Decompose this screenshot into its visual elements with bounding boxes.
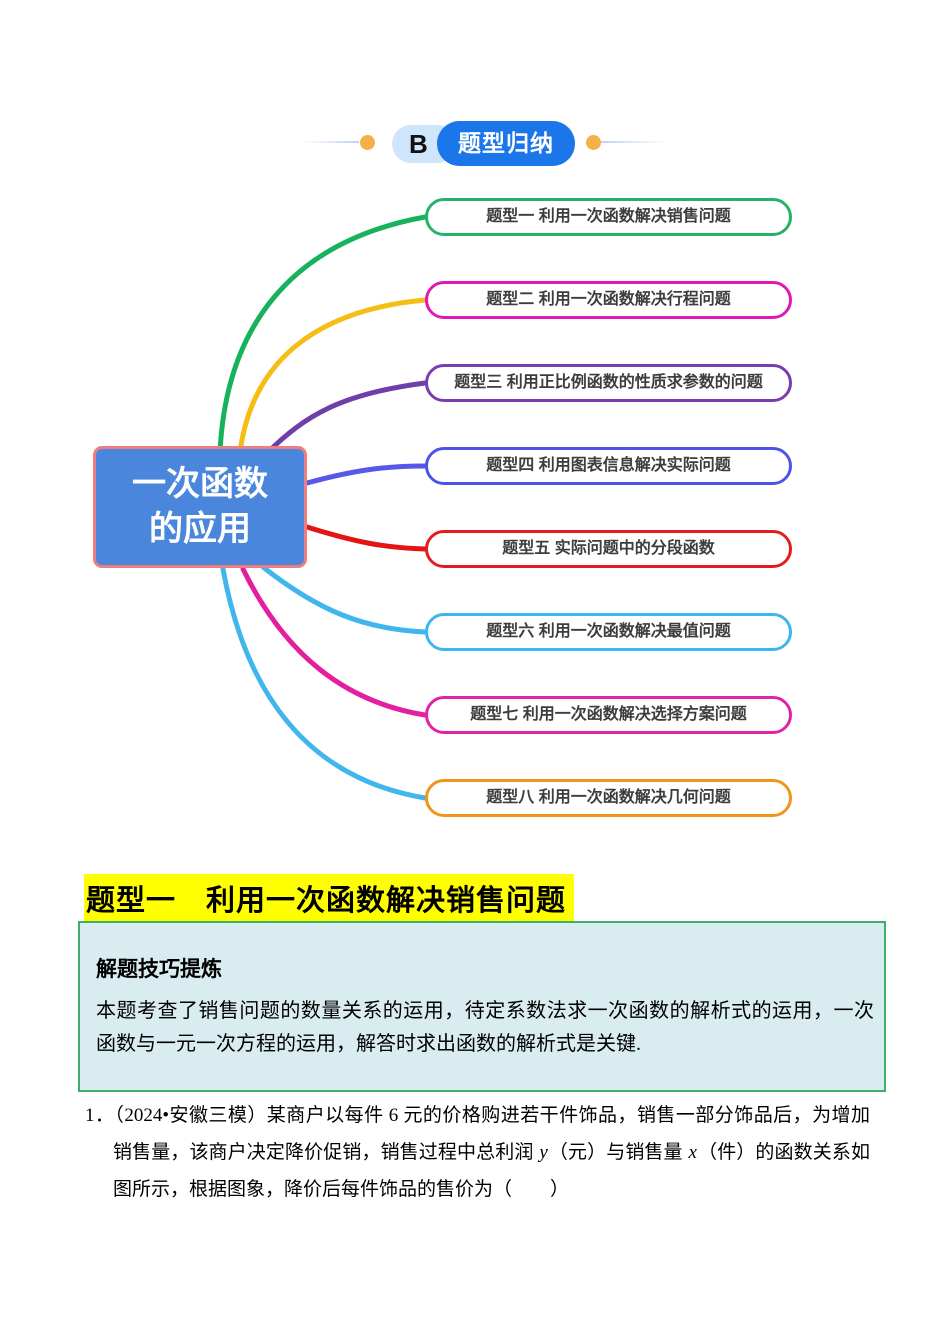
question-seg2: （元）与销售量	[548, 1142, 688, 1163]
question-seg3: （件）的函数关系如图所示，根据图象，降价后每件饰品的售价为（ ）	[113, 1142, 870, 1200]
header-right-line	[601, 141, 667, 143]
question-1-text: 1．（2024•安徽三模）某商户以每件 6 元的价格购进若干件饰品，销售一部分饰…	[85, 1097, 870, 1208]
mindmap-node-7: 题型七 利用一次函数解决选择方案问题	[425, 696, 792, 734]
header-left-line	[303, 141, 359, 143]
question-number: 1．	[85, 1105, 115, 1126]
header-left-dot-icon	[360, 135, 375, 150]
section-title: 题型一 利用一次函数解决销售问题	[84, 874, 575, 924]
question-var-x: x	[688, 1142, 697, 1163]
mindmap-node-4: 题型四 利用图表信息解决实际问题	[425, 447, 792, 485]
mindmap-node-6: 题型六 利用一次函数解决最值问题	[425, 613, 792, 651]
tips-heading: 解题技巧提炼	[96, 957, 222, 981]
mindmap-node-2: 题型二 利用一次函数解决行程问题	[425, 281, 792, 319]
header-badge-title: 题型归纳	[437, 121, 575, 166]
question-seg1: （2024•安徽三模）某商户以每件 6 元的价格购进若干件饰品，销售一部分饰品后…	[113, 1105, 870, 1163]
mindmap-node-5: 题型五 实际问题中的分段函数	[425, 530, 792, 568]
mindmap-node-3: 题型三 利用正比例函数的性质求参数的问题	[425, 364, 792, 402]
center-node-line1: 一次函数	[132, 465, 268, 503]
mindmap-node-1: 题型一 利用一次函数解决销售问题	[425, 198, 792, 236]
center-node-line2: 的应用	[149, 510, 251, 548]
question-1: 1．（2024•安徽三模）某商户以每件 6 元的价格购进若干件饰品，销售一部分饰…	[85, 1097, 870, 1208]
mindmap-node-8: 题型八 利用一次函数解决几何问题	[425, 779, 792, 817]
header-right-dot-icon	[586, 135, 601, 150]
tips-body: 本题考查了销售问题的数量关系的运用，待定系数法求一次函数的解析式的运用，一次函数…	[96, 1000, 874, 1055]
tips-box: 解题技巧提炼 本题考查了销售问题的数量关系的运用，待定系数法求一次函数的解析式的…	[78, 921, 886, 1092]
mindmap-center-node: 一次函数 的应用	[93, 446, 307, 568]
question-var-y: y	[539, 1142, 548, 1163]
